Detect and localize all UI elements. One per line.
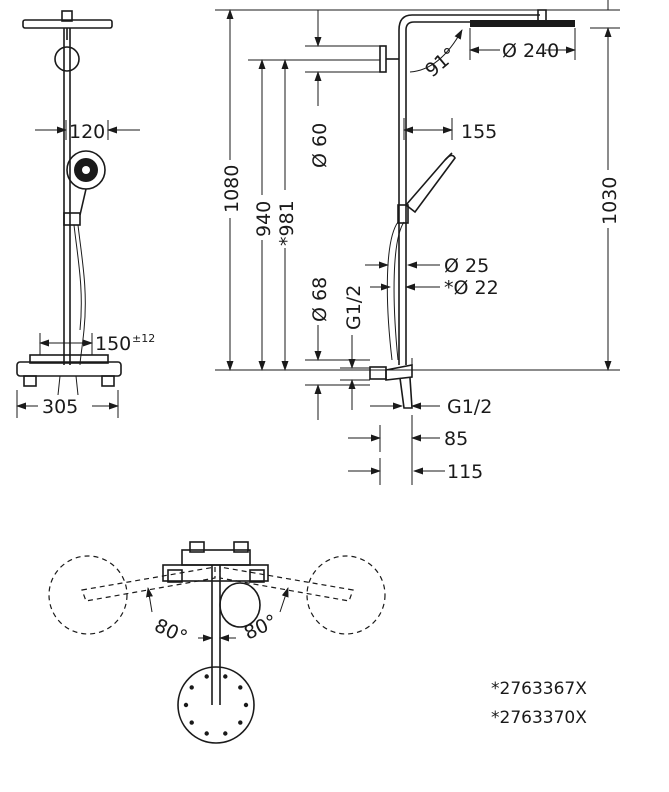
hose-side [386, 221, 399, 361]
thread-bottom-label: G1/2 [447, 396, 492, 418]
nozzle-dot [243, 702, 249, 708]
overhead-shower-front [22, 10, 113, 40]
dim-150-label: 150 [95, 333, 131, 355]
nozzle-ring [183, 674, 249, 736]
dim-dia-68-label: Ø 68 [309, 277, 331, 322]
overhead-shower-side [470, 9, 575, 27]
overhead-shower-top [177, 666, 255, 744]
hand-shower-front [63, 150, 106, 366]
swing-arm-right [219, 566, 354, 602]
dim-940: 940 [248, 59, 380, 371]
thermostat-side [369, 358, 413, 409]
swing-range-left [48, 555, 128, 635]
nozzle-dot [183, 702, 189, 708]
dim-1030: 1030 [590, 0, 621, 371]
dim-thread-vertical: G1/2 [340, 285, 370, 410]
dim-angle-91: 91° [409, 29, 463, 82]
dim-1080-label: 1080 [221, 165, 243, 213]
dim-dia-60: Ø 60 [305, 10, 380, 168]
note-article-2: *2763370X [491, 708, 587, 728]
dim-115-label: 115 [447, 461, 483, 483]
article-notes: *2763367X *2763370X [491, 679, 587, 728]
note-article-1: *2763367X [491, 679, 587, 699]
nozzle-dot [189, 685, 194, 690]
swing-range-right [306, 555, 386, 635]
dim-155: 155 [403, 118, 497, 143]
nozzle-dot [223, 731, 228, 736]
wall-bracket-side [379, 45, 399, 73]
dim-150-tolerance: ±12 [132, 332, 155, 345]
top-view: 80° 80° [48, 541, 386, 744]
dim-1030-label: 1030 [599, 177, 621, 225]
dia-25-label: Ø 25 [444, 255, 489, 277]
dim-85: 85 [348, 415, 468, 485]
angle-left-label: 80° [151, 615, 191, 649]
dim-115: 115 [348, 458, 483, 485]
dim-940-label: 940 [253, 201, 275, 237]
dim-dia-25: Ø 25 [365, 255, 489, 277]
wall-bracket-front [54, 46, 80, 72]
dim-981-label: *981 [276, 200, 298, 246]
thermostat-front [16, 354, 122, 396]
riser-pipe-side [398, 14, 540, 365]
dim-thread-bottom: G1/2 [370, 396, 492, 418]
dim-120: 120 [35, 120, 140, 143]
dim-dia-60-label: Ø 60 [309, 123, 331, 168]
angle-right-label: 80° [241, 610, 281, 644]
nozzle-dot [204, 674, 209, 679]
dim-155-label: 155 [461, 121, 497, 143]
dim-120-label: 120 [69, 121, 105, 143]
dim-85-label: 85 [444, 428, 468, 450]
front-view: 120 150 ±12 305 [16, 10, 155, 418]
dim-dia-22: *Ø 22 [370, 277, 499, 299]
side-view: 1080 940 *981 Ø 60 Ø 68 [215, 0, 621, 485]
thread-vertical-label: G1/2 [343, 285, 365, 330]
nozzle-dot [223, 674, 228, 679]
dim-dia-240: Ø 240 [469, 28, 576, 62]
dim-1080: 1080 [220, 8, 243, 371]
nozzle-dot [238, 685, 243, 690]
nozzle-dot [238, 720, 243, 725]
dia-240-label: Ø 240 [502, 40, 559, 62]
dim-305: 305 [16, 390, 119, 418]
dim-dia-68: Ø 68 [305, 277, 370, 420]
thermostat-top [162, 541, 269, 583]
nozzle-dot [189, 720, 194, 725]
angle-91-label: 91° [421, 43, 461, 82]
nozzle-dot [204, 731, 209, 736]
dim-305-label: 305 [42, 396, 78, 418]
dim-150: 150 ±12 [39, 332, 155, 355]
swing-arm-left [81, 566, 216, 602]
dim-981: *981 [275, 59, 298, 371]
dia-22-label: *Ø 22 [444, 277, 499, 299]
